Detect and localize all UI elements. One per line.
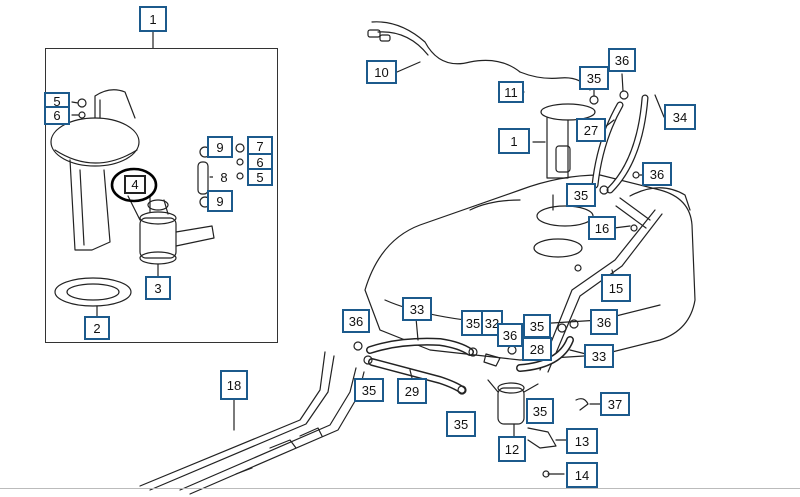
callout-14-bolt: 14	[566, 462, 598, 488]
callout-36-center: 36	[497, 323, 523, 347]
callout-9-top: 9	[207, 136, 233, 158]
callout-35-top: 35	[579, 66, 609, 90]
callout-33-lower: 33	[584, 344, 614, 368]
callout-12-filter: 12	[498, 436, 526, 462]
callout-34: 34	[664, 104, 696, 130]
callout-36-top: 36	[608, 48, 636, 72]
callout-9-bottom: 9	[207, 190, 233, 212]
callout-37: 37	[600, 392, 630, 416]
callout-15: 15	[601, 274, 631, 302]
callout-35-lower-left: 35	[354, 378, 384, 402]
callout-35-mid: 35	[566, 183, 596, 207]
callout-18: 18	[220, 370, 248, 400]
callout-4-highlighted: 4	[124, 175, 146, 194]
callout-36-left: 36	[342, 309, 370, 333]
callout-2-gasket: 2	[84, 316, 110, 340]
callout-16: 16	[588, 216, 616, 240]
callout-36-lower-right: 36	[590, 309, 618, 335]
callout-27: 27	[576, 118, 606, 142]
page-divider	[0, 488, 800, 489]
callout-33-upper: 33	[402, 297, 432, 321]
callout-28: 28	[522, 337, 552, 361]
fuel-filter-drawing	[487, 379, 601, 478]
highlight-circle	[110, 167, 158, 203]
callout-10-harness: 10	[366, 60, 397, 84]
callout-35-center: 35	[523, 314, 551, 338]
callout-35-filter: 35	[526, 398, 554, 424]
hoses-lower-drawing	[353, 317, 587, 395]
hoses-top-drawing	[589, 73, 665, 194]
sender-unit-drawing	[532, 103, 596, 179]
callout-29: 29	[397, 378, 427, 404]
fuel-lines-drawing	[539, 171, 663, 373]
callout-5-seal: 5	[247, 168, 273, 186]
callout-13-bracket: 13	[566, 428, 598, 454]
callout-35-bottom: 35	[446, 411, 476, 437]
callout-6-grommet: 6	[44, 106, 70, 125]
callout-11: 11	[498, 81, 524, 103]
callout-3-pump: 3	[145, 276, 171, 300]
callout-8: 8	[213, 166, 235, 188]
callout-1-sender: 1	[498, 128, 530, 154]
long-fuel-lines-drawing	[139, 351, 365, 495]
callout-1-inset: 1	[139, 6, 167, 32]
fuel-pump-inset-frame	[45, 48, 278, 343]
wiring-harness-drawing	[367, 21, 591, 93]
callout-6-seal: 6	[247, 153, 273, 171]
callout-36-right: 36	[642, 162, 672, 186]
